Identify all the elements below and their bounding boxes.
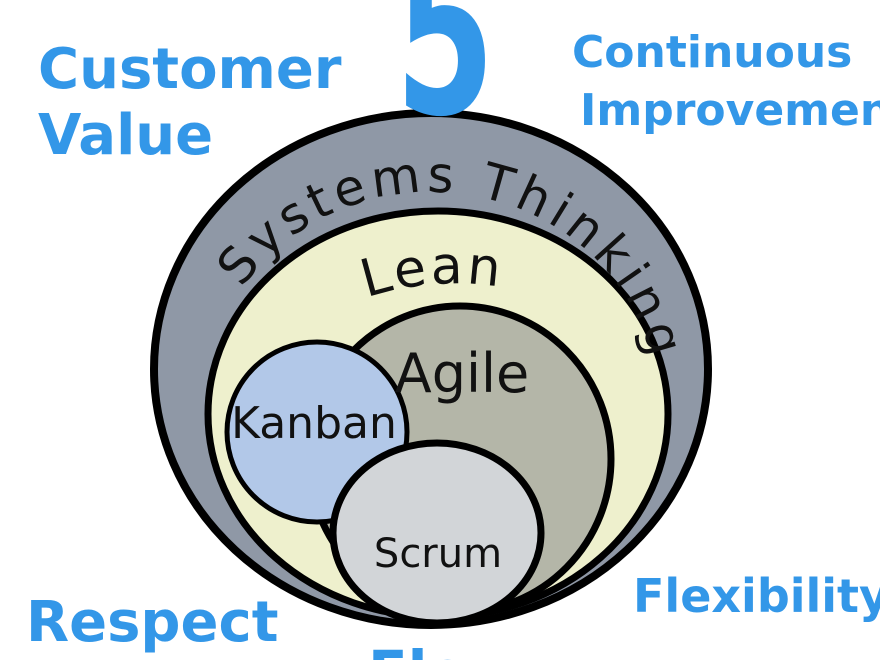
scrum-label: Scrum xyxy=(374,531,502,577)
flow-label-cropped: Flow xyxy=(368,638,521,660)
customer-value-line1: Customer xyxy=(38,37,342,102)
customer-value-line2: Value xyxy=(38,103,213,168)
agile-label: Agile xyxy=(395,342,529,405)
continuous-improvement-line1: Continuous xyxy=(572,27,852,78)
respect-label: Respect xyxy=(26,590,278,655)
flexibility-label: Flexibility xyxy=(633,569,880,623)
numeral-5-cropped: 5 xyxy=(395,0,495,165)
scrum-circle xyxy=(329,439,545,627)
continuous-improvement-line2: Improvement xyxy=(580,85,880,136)
kanban-label: Kanban xyxy=(231,398,397,449)
